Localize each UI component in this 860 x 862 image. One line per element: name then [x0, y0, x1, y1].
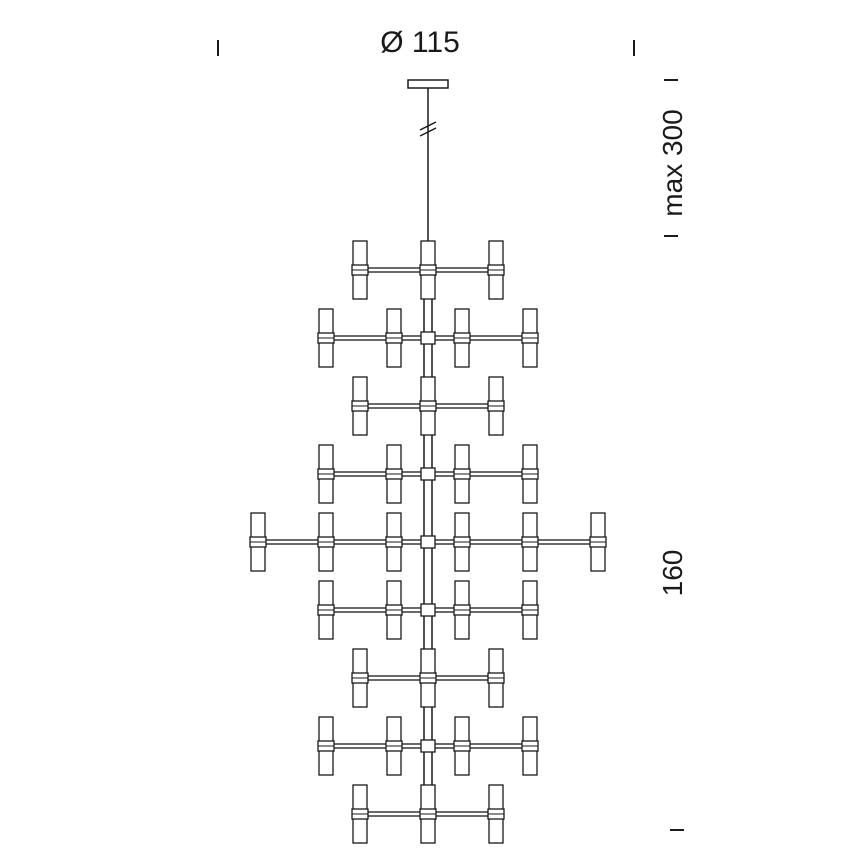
tier-7	[351, 648, 505, 708]
candle-light	[385, 716, 403, 776]
candle-light	[351, 376, 369, 436]
stem-hub	[420, 739, 436, 753]
candle-light	[351, 784, 369, 844]
stem-hub	[420, 603, 436, 617]
candle-light	[317, 580, 335, 640]
candle-light	[385, 580, 403, 640]
candle-light	[453, 444, 471, 504]
candle-light	[453, 308, 471, 368]
central-stem	[423, 261, 433, 843]
tier-6	[317, 580, 539, 640]
body-height-label: 160	[657, 550, 688, 597]
candle-light	[521, 512, 539, 572]
candle-light	[419, 376, 437, 436]
candle-light	[487, 240, 505, 300]
height-dimension	[664, 79, 684, 831]
tier-3	[351, 376, 505, 436]
tier-4	[317, 444, 539, 504]
candle-light	[521, 308, 539, 368]
tier-2	[317, 308, 539, 368]
tier-9	[351, 784, 505, 844]
candle-light	[419, 648, 437, 708]
candle-light	[487, 784, 505, 844]
candle-light	[317, 308, 335, 368]
tier-1	[351, 240, 505, 300]
candle-light	[249, 512, 267, 572]
tier-8	[317, 716, 539, 776]
candle-light	[385, 512, 403, 572]
candle-light	[317, 444, 335, 504]
ceiling-canopy	[407, 79, 449, 89]
cable-break-symbol	[419, 121, 437, 137]
width-dimension	[217, 40, 635, 56]
candle-light	[385, 308, 403, 368]
candle-light	[419, 240, 437, 300]
canopy-plate	[407, 79, 449, 89]
stem-hub	[420, 535, 436, 549]
candle-light	[521, 444, 539, 504]
candle-light	[487, 648, 505, 708]
candle-light	[521, 716, 539, 776]
candle-light	[453, 512, 471, 572]
candle-light	[419, 784, 437, 844]
diameter-label: Ø 115	[380, 26, 460, 59]
candle-light	[487, 376, 505, 436]
stem-hub	[420, 467, 436, 481]
candle-light	[453, 580, 471, 640]
candle-light	[385, 444, 403, 504]
tier-5	[249, 512, 607, 572]
chandelier-tiers	[249, 240, 607, 844]
candle-light	[351, 648, 369, 708]
candle-light	[521, 580, 539, 640]
max-height-label: max 300	[657, 109, 688, 216]
candle-light	[453, 716, 471, 776]
candle-light	[317, 512, 335, 572]
candle-light	[589, 512, 607, 572]
candle-light	[351, 240, 369, 300]
stem-hub	[420, 331, 436, 345]
candle-light	[317, 716, 335, 776]
